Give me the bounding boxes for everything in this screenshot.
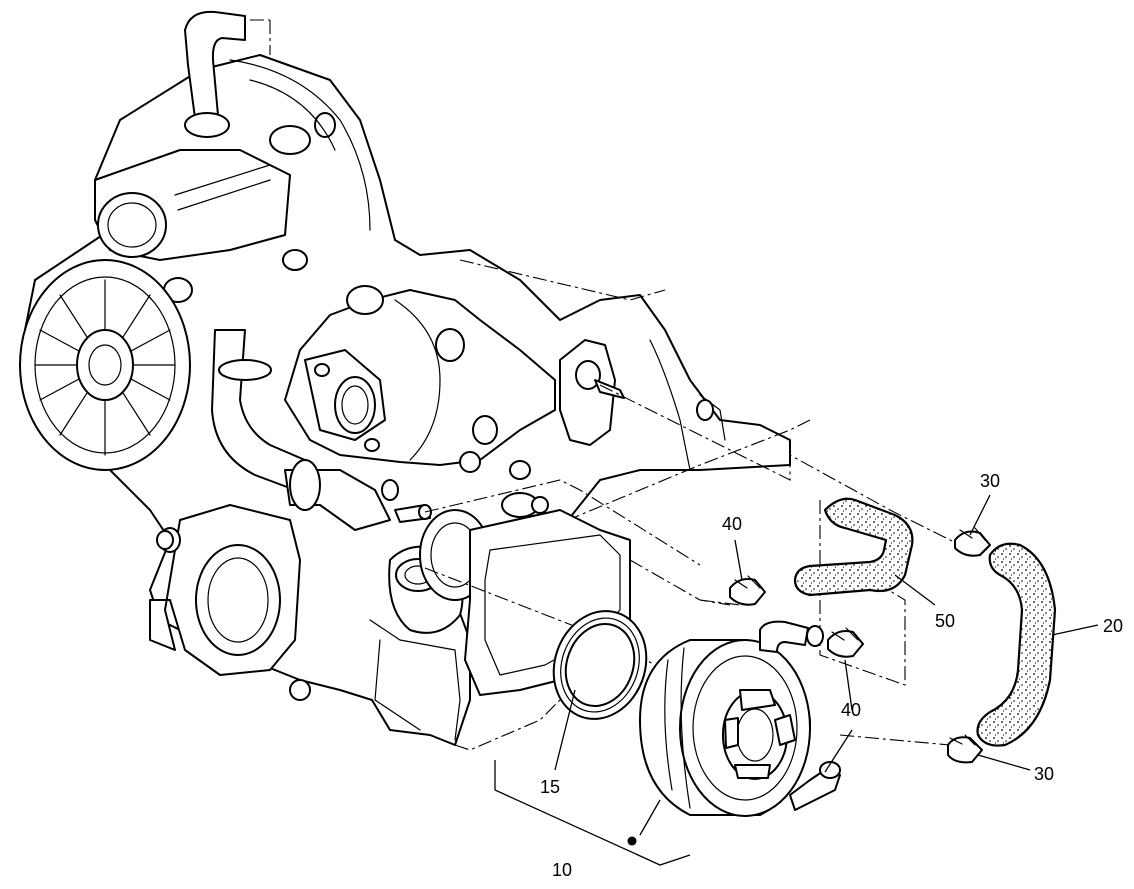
bullet-dot — [627, 836, 637, 846]
o-ring-part-15 — [552, 610, 648, 720]
callout-40-lower: 40 — [841, 700, 861, 720]
callout-40-upper: 40 — [722, 514, 742, 534]
callout-10: 10 — [552, 860, 572, 880]
oil-cooler-part-10 — [639, 620, 841, 817]
callout-20: 20 — [1103, 616, 1123, 636]
callout-50: 50 — [935, 611, 955, 631]
water-pump — [284, 285, 556, 473]
callout-30-lower: 30 — [1034, 764, 1054, 784]
clamp-part-30-lower — [947, 734, 983, 764]
callout-30-upper: 30 — [980, 471, 1000, 491]
clamp-part-40-lower — [827, 627, 864, 658]
leader-lines — [494, 494, 1099, 866]
hose-part-20 — [976, 542, 1057, 747]
clamp-part-40-upper — [729, 575, 766, 606]
callout-15: 15 — [540, 777, 560, 797]
hose-part-50 — [793, 497, 914, 597]
lower-housing — [149, 504, 311, 701]
fan-pulley — [19, 259, 191, 471]
clamp-part-30-upper — [954, 527, 991, 557]
